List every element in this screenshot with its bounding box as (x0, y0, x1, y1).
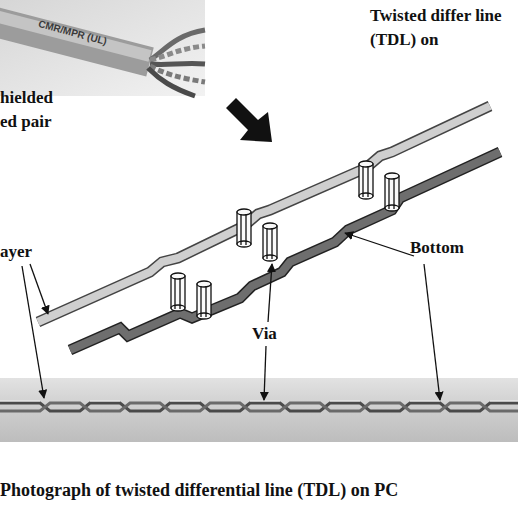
layer-label: Bottom (410, 236, 510, 260)
cable-photo (0, 0, 205, 96)
photo-label: hielded ed pair (0, 86, 72, 134)
pointer-arrow (226, 98, 272, 142)
via-label: Via (252, 322, 292, 346)
pcb-photo (0, 378, 518, 442)
figure-caption: Photograph of twisted differential line … (0, 478, 398, 502)
figure-heading: Twisted differ line (TDL) on (370, 4, 510, 52)
layer-label: ayer (0, 240, 60, 264)
tdl-3d-model (38, 106, 500, 350)
leader-lines (22, 233, 440, 400)
